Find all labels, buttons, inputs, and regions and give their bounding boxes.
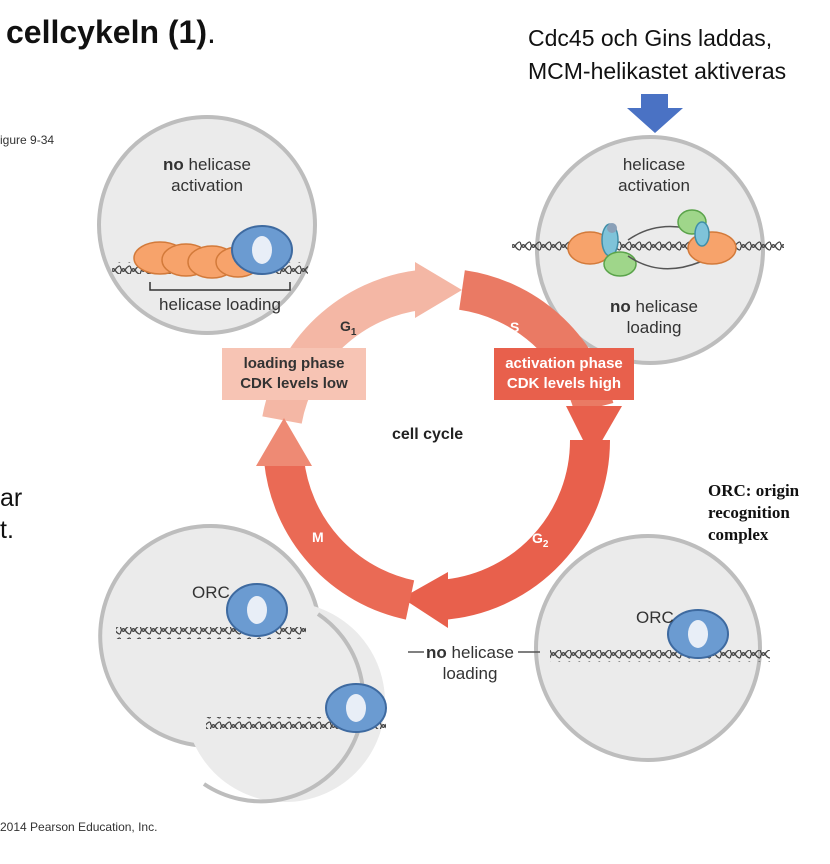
phase-g1-label: G1 bbox=[340, 318, 357, 338]
orc-definition: ORC: origin recognition complex bbox=[708, 481, 800, 544]
figure-reference: igure 9-34 bbox=[0, 133, 55, 147]
phase-s-label: S bbox=[510, 319, 520, 335]
phase-m-label: M bbox=[312, 529, 324, 545]
copyright: 2014 Pearson Education, Inc. bbox=[0, 820, 158, 834]
blue-down-arrow bbox=[627, 94, 683, 133]
bubble-bottom-right bbox=[534, 534, 762, 762]
loading-phase-box: loading phase CDK levels low bbox=[222, 348, 366, 400]
orc-protein-br bbox=[667, 609, 729, 659]
cropped-side-text: ar t. bbox=[0, 484, 23, 544]
activated-helicase-left bbox=[567, 223, 637, 277]
activation-phase-box: activation phase CDK levels high bbox=[494, 348, 634, 400]
helicase-loading-label: helicase loading bbox=[159, 295, 281, 314]
top-right-bubble-title: helicase activation bbox=[618, 155, 690, 195]
phase-g2-label: G2 bbox=[532, 530, 549, 550]
orc-label-bottom-right: ORC bbox=[636, 608, 674, 627]
top-left-bubble-title: no helicase activation bbox=[163, 155, 251, 195]
cell-cycle-center-label: cell cycle bbox=[392, 426, 464, 443]
slide-title: cellcykeln (1). bbox=[6, 14, 216, 50]
top-right-bubble-footer: no helicase loading bbox=[610, 297, 698, 337]
bubble-bottom-left-2 bbox=[185, 602, 385, 802]
activation-note: Cdc45 och Gins laddas, MCM-helikastet ak… bbox=[528, 25, 787, 84]
orc-protein-bl1 bbox=[226, 583, 288, 637]
orc-label-bottom-left: ORC bbox=[192, 583, 230, 602]
middle-no-helicase-loading: no helicase loading bbox=[426, 643, 514, 683]
activated-helicase-right bbox=[677, 209, 737, 265]
orc-protein-tl bbox=[231, 225, 293, 275]
orc-protein-bl2 bbox=[325, 683, 387, 733]
bubble-top-left bbox=[97, 115, 317, 335]
